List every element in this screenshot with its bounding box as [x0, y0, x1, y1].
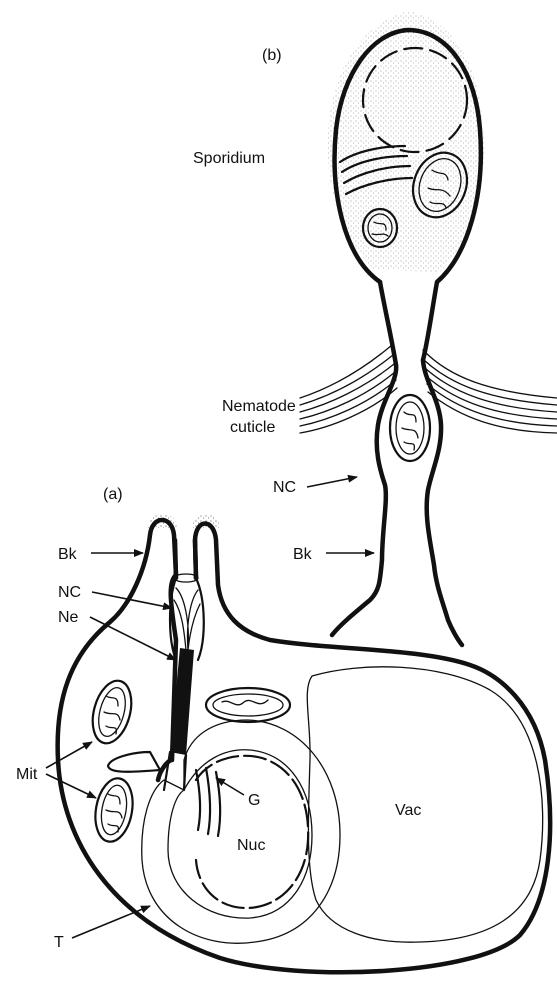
- mitochondrion-a-top: [206, 688, 290, 722]
- bk-label-a: Bk: [58, 546, 78, 563]
- nematode-label-line2: cuticle: [230, 419, 275, 436]
- nc-arrow-b: [307, 477, 357, 487]
- t-label: T: [54, 934, 64, 951]
- mit-label: Mit: [16, 766, 38, 783]
- vac-label: Vac: [395, 802, 421, 819]
- nc-label-a: NC: [58, 584, 81, 601]
- gun-cell-outline: [58, 520, 550, 972]
- mit-arrow-1: [46, 742, 92, 768]
- gun-cell: [58, 514, 550, 973]
- nucleus: [196, 756, 308, 908]
- ne-arrow: [90, 617, 176, 660]
- g-label: G: [248, 792, 260, 809]
- nc-label-b: NC: [273, 479, 296, 496]
- panel-a-label: (a): [103, 486, 123, 503]
- sporidium-label: Sporidium: [193, 150, 265, 167]
- bk-label-b: Bk: [293, 546, 313, 563]
- t-arrow: [72, 906, 150, 938]
- vacuole: [307, 667, 542, 942]
- mit-arrow-2: [46, 774, 96, 798]
- nematode-label-line1: Nematode: [222, 398, 296, 415]
- mitochondrion-a-left-2: [91, 775, 138, 844]
- panel-b-label: (b): [262, 47, 282, 64]
- mitochondrion-a-left-1: [86, 676, 137, 747]
- ne-label: Ne: [58, 609, 79, 626]
- nuc-label: Nuc: [237, 837, 265, 854]
- sporidium-haze: [328, 12, 484, 272]
- sporidium-cell: [328, 12, 484, 365]
